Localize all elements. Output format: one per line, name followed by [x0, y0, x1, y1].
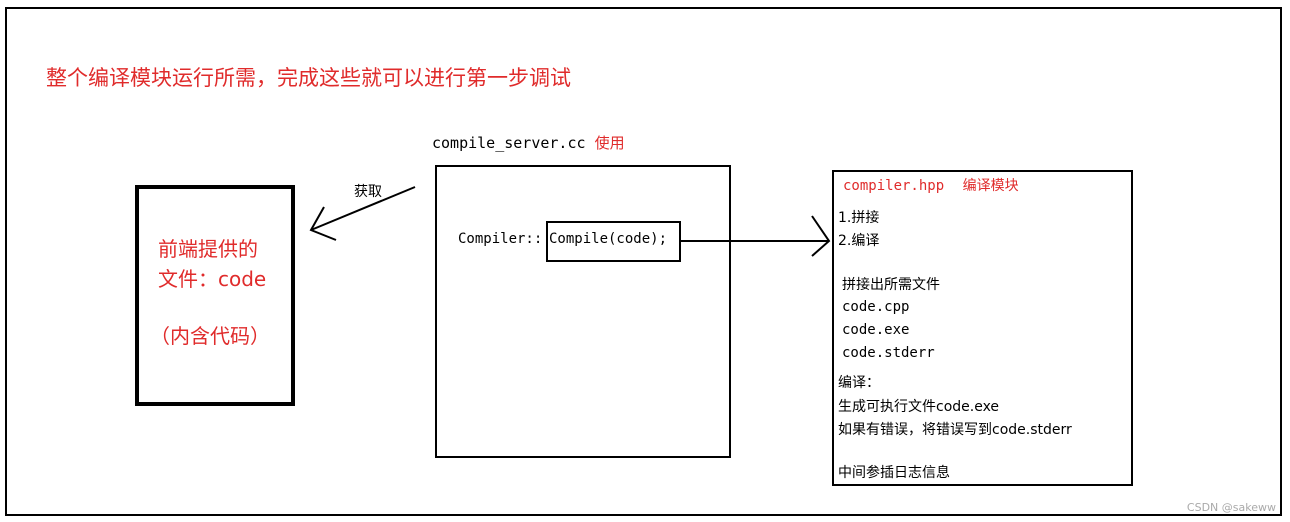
compiler-module-box	[832, 170, 1133, 486]
diagram-title: 整个编译模块运行所需，完成这些就可以进行第一步调试	[46, 66, 571, 90]
compiler-namespace-label: Compiler::	[458, 231, 543, 247]
concat-title: 拼接出所需文件	[842, 277, 940, 293]
get-arrow	[309, 186, 416, 241]
get-label: 获取	[354, 184, 382, 200]
compile-line-1: 生成可执行文件code.exe	[838, 399, 1000, 415]
compiler-header-file: compiler.hpp	[843, 178, 945, 194]
compile-call-label: Compile(code);	[549, 231, 668, 247]
frontend-line-1: 前端提供的	[158, 237, 258, 261]
server-caption: compile_server.cc 使用	[432, 132, 625, 153]
frontend-line-3: （内含代码）	[150, 324, 270, 348]
file-exe: code.exe	[842, 322, 910, 338]
file-cpp: code.cpp	[842, 299, 910, 315]
frontend-line-2: 文件：code	[158, 267, 267, 291]
log-line: 中间参插日志信息	[838, 465, 950, 481]
compiler-module-header: compiler.hpp 编译模块	[843, 175, 1019, 195]
compile-call-box	[546, 221, 681, 262]
compile-line-2: 如果有错误，将错误写到code.stderr	[838, 422, 1072, 438]
call-arrow	[681, 215, 831, 257]
watermark: CSDN @sakeww	[1186, 501, 1276, 514]
frontend-box	[135, 185, 295, 406]
compiler-header-label: 编译模块	[962, 178, 1019, 194]
server-caption-usage: 使用	[594, 134, 625, 152]
server-caption-file: compile_server.cc	[432, 134, 586, 152]
step-1: 1.拼接	[838, 210, 880, 226]
file-stderr: code.stderr	[842, 345, 935, 361]
step-2: 2.编译	[838, 233, 880, 249]
diagram-frame	[5, 7, 1282, 516]
server-box	[435, 165, 731, 458]
compile-title: 编译：	[838, 375, 880, 391]
